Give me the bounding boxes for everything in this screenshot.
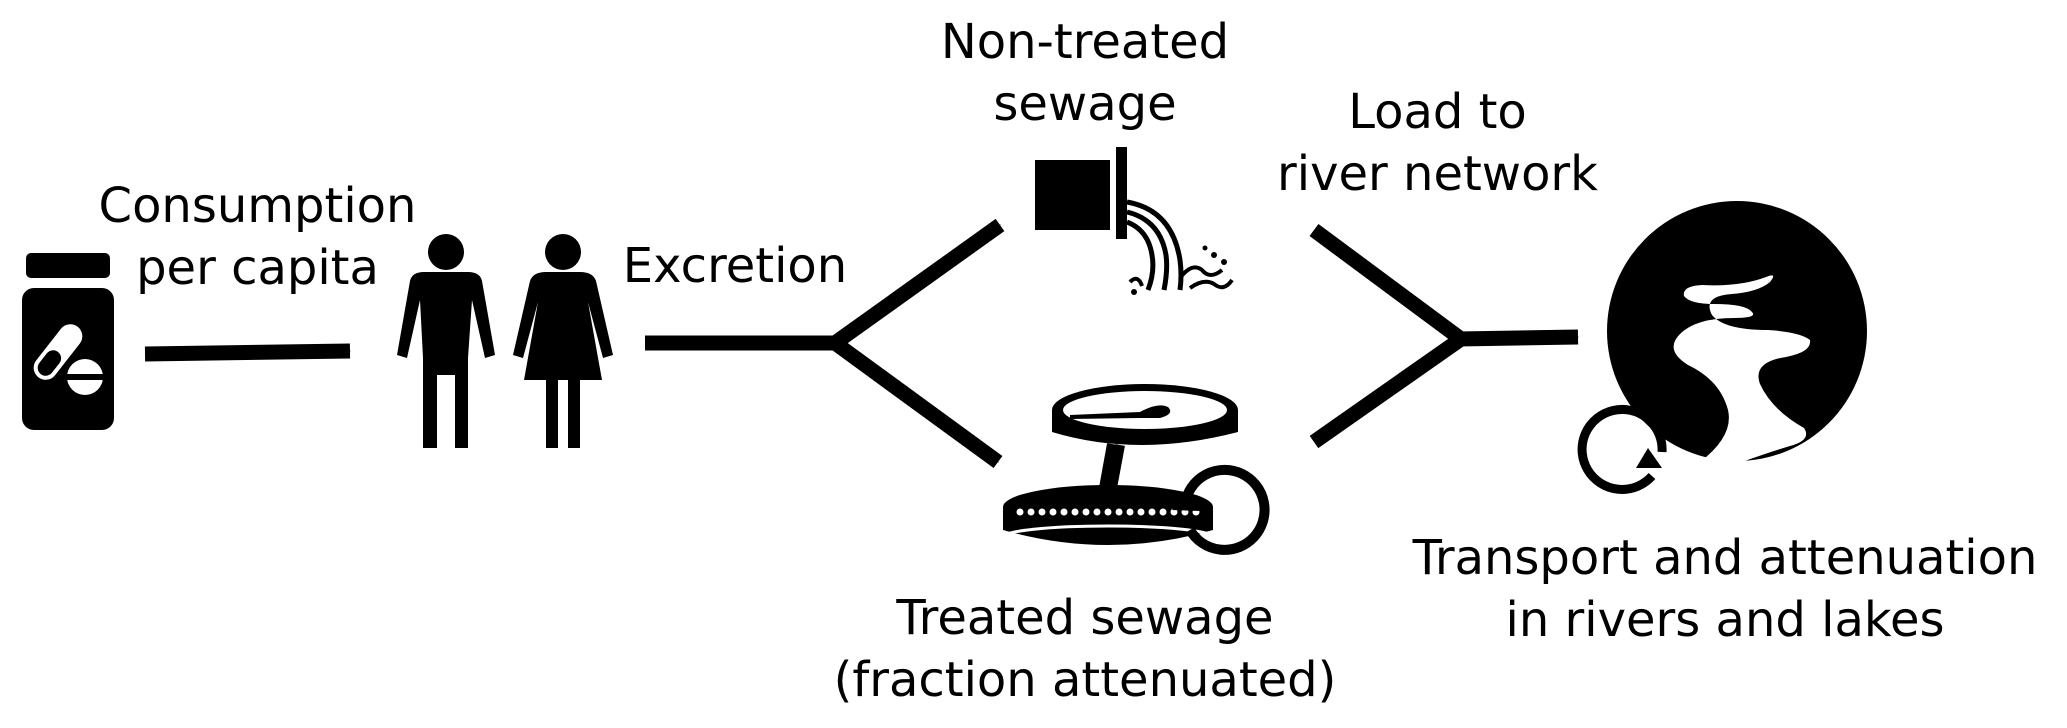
pill-bottle-icon	[22, 253, 114, 430]
label-non-treated-line1: Non-treated	[940, 14, 1230, 70]
label-excretion: Excretion	[600, 235, 870, 297]
label-load-line1: Load to	[1348, 84, 1527, 140]
treatment-plant-icon	[1001, 384, 1238, 550]
label-treated-line1: Treated sewage	[896, 590, 1274, 646]
label-transport: Transport and attenuation in rivers and …	[1385, 527, 2065, 651]
excretion-split-arrows	[645, 218, 1005, 469]
sewage-pipe-icon	[1035, 147, 1234, 295]
recycle-arrow-icon	[1172, 464, 1270, 555]
label-excretion-text: Excretion	[622, 238, 848, 294]
label-non-treated: Non-treated sewage	[920, 11, 1250, 135]
label-consumption-line2: per capita	[136, 240, 379, 296]
label-load-line2: river network	[1277, 146, 1598, 202]
load-merge-arrows	[1309, 223, 1579, 449]
label-non-treated-line2: sewage	[993, 76, 1177, 132]
arrow-consumption	[144, 343, 351, 362]
label-transport-line1: Transport and attenuation	[1412, 530, 2038, 586]
label-transport-line2: in rivers and lakes	[1505, 592, 1945, 648]
label-consumption: Consumption per capita	[85, 175, 430, 299]
label-consumption-line1: Consumption	[98, 178, 417, 234]
label-treated-line2: (fraction attenuated)	[833, 652, 1337, 708]
label-treated: Treated sewage (fraction attenuated)	[805, 587, 1365, 711]
label-load: Load to river network	[1250, 81, 1625, 205]
people-icon	[397, 234, 613, 448]
river-recycle-arrow-icon	[1577, 405, 1667, 494]
river-icon	[1607, 201, 1867, 462]
